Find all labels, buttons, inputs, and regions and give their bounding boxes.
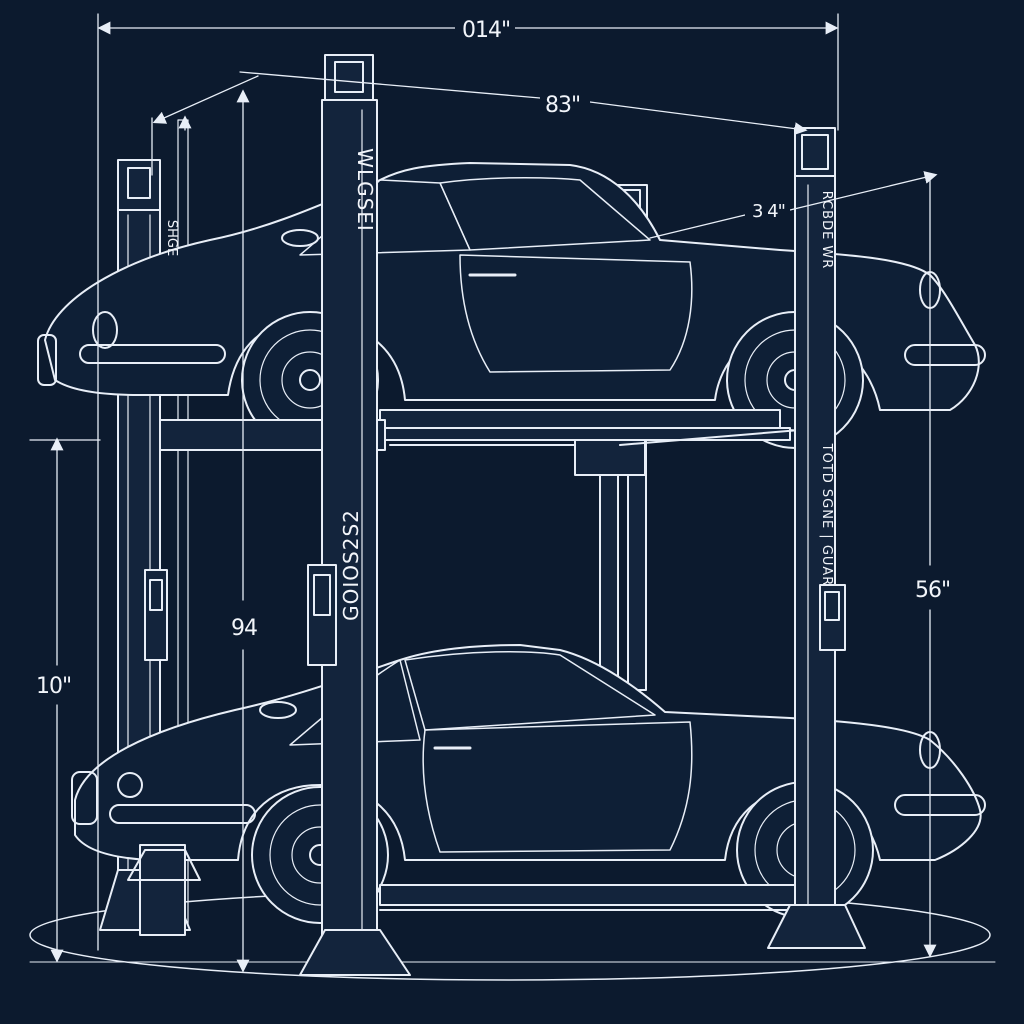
- upper-car: [37, 162, 986, 449]
- rear-post-height-label: 94: [231, 616, 257, 641]
- lower-runway: [127, 844, 801, 936]
- rear-right-post-bottom-label: TOTD SGNE | GUAR: [819, 443, 834, 587]
- front-left-post-top-label: WLGSEI: [353, 148, 377, 232]
- rear-right-post-top-label: RCBDE WR: [819, 191, 834, 270]
- top-width-label: 014": [462, 18, 510, 43]
- upper-runway: [159, 409, 801, 476]
- front-left-post-bottom-label: GOIOS2S2: [339, 509, 363, 621]
- diagonal-length-label: 83": [545, 93, 580, 118]
- dimension-lines: [29, 13, 938, 973]
- lower-car: [71, 644, 986, 924]
- front-left-post: [299, 54, 411, 976]
- right-offset-label: 3 4": [752, 201, 785, 222]
- left-height-label: 10": [36, 674, 71, 699]
- front-right-post: [767, 127, 866, 949]
- right-height-label: 56": [915, 578, 950, 603]
- rear-left-post-label: SHGE: [164, 220, 179, 256]
